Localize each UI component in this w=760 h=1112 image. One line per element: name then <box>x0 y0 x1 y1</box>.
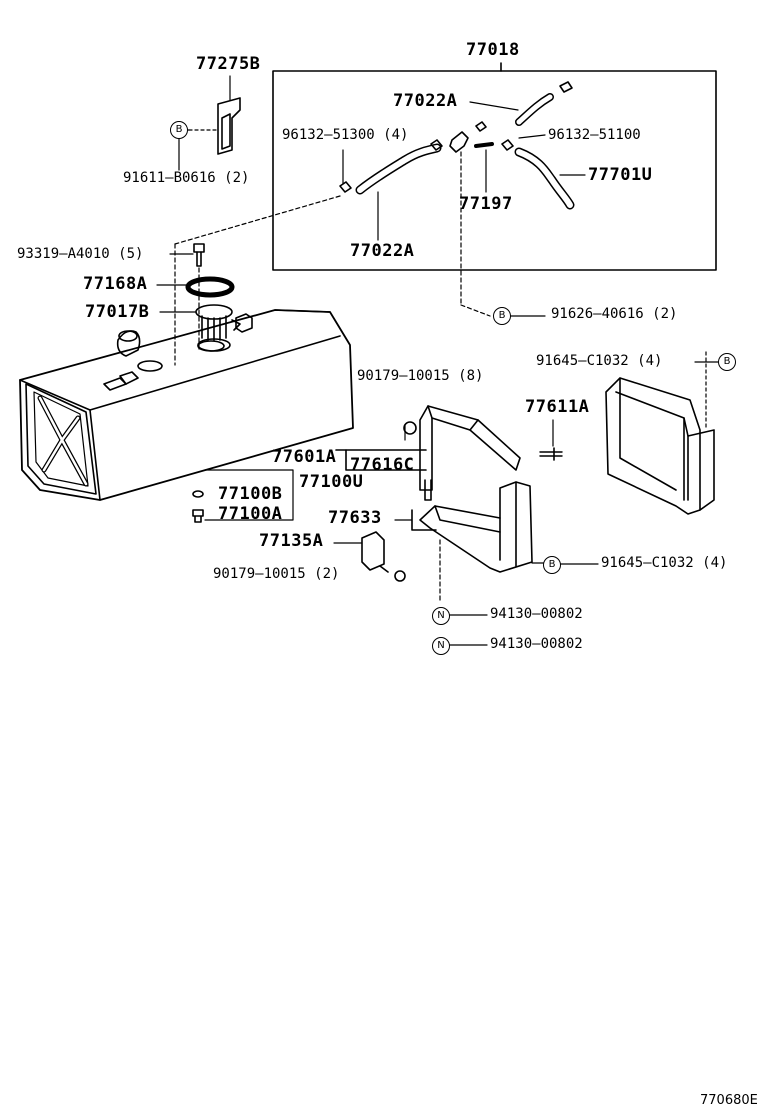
label-94130-00802-b: 94130–00802 <box>490 636 583 652</box>
marker-b-4: B <box>543 556 561 574</box>
bolt-77611a <box>539 419 563 461</box>
fuel-tank <box>19 309 354 501</box>
label-91645-c1032-bot: 91645–C1032 (4) <box>601 555 728 571</box>
hose-77022a-top <box>469 81 573 132</box>
marker-b-2: B <box>493 307 511 325</box>
label-77100u: 77100U <box>299 472 364 492</box>
label-77616c: 77616C <box>350 455 415 475</box>
label-77018: 77018 <box>466 40 520 60</box>
marker-b-3: B <box>718 353 736 371</box>
label-77275b: 77275B <box>196 54 261 74</box>
marker-b-1: B <box>170 121 188 139</box>
label-90179-10015-8: 90179–10015 (8) <box>357 368 484 384</box>
label-91626-40616: 91626–40616 (2) <box>551 306 678 322</box>
label-77135a: 77135A <box>259 531 324 551</box>
label-77633: 77633 <box>328 508 382 528</box>
label-77601a: 77601A <box>272 447 337 467</box>
bracket-77633 <box>394 481 546 601</box>
bracket-77275b <box>178 75 241 171</box>
marker-n-2: N <box>432 637 450 655</box>
strap-77616c <box>335 405 521 501</box>
strap-assembly-right <box>605 351 719 515</box>
label-91611-b0616: 91611–B0616 (2) <box>123 170 250 186</box>
drain-plug-77100 <box>192 469 294 523</box>
gasket-77168a <box>156 276 235 298</box>
joint-77197 <box>449 131 494 317</box>
label-77017b: 77017B <box>85 302 150 322</box>
hose-77701u <box>501 134 586 210</box>
label-77022a-top: 77022A <box>393 91 458 111</box>
label-77168a: 77168A <box>83 274 148 294</box>
assembly-box-77018 <box>272 62 717 271</box>
hose-77022a-bottom <box>339 139 443 241</box>
bracket-77135a <box>333 531 406 582</box>
label-77022a-bottom: 77022A <box>350 241 415 261</box>
label-91645-c1032-top: 91645–C1032 (4) <box>536 353 663 369</box>
label-77100a: 77100A <box>218 504 283 524</box>
leader-dashed-hose <box>174 195 341 245</box>
label-96132-51100: 96132–51100 <box>548 127 641 143</box>
label-77611a: 77611A <box>525 397 590 417</box>
label-94130-00802-a: 94130–00802 <box>490 606 583 622</box>
label-93319-a4010: 93319–A4010 (5) <box>17 246 144 262</box>
label-77100b: 77100B <box>218 484 283 504</box>
diagram-code: 770680E <box>700 1093 758 1108</box>
marker-n-1: N <box>432 607 450 625</box>
label-90179-10015-2: 90179–10015 (2) <box>213 566 340 582</box>
label-77701u: 77701U <box>588 165 653 185</box>
label-96132-51300: 96132–51300 (4) <box>282 127 409 143</box>
label-77197: 77197 <box>459 194 513 214</box>
